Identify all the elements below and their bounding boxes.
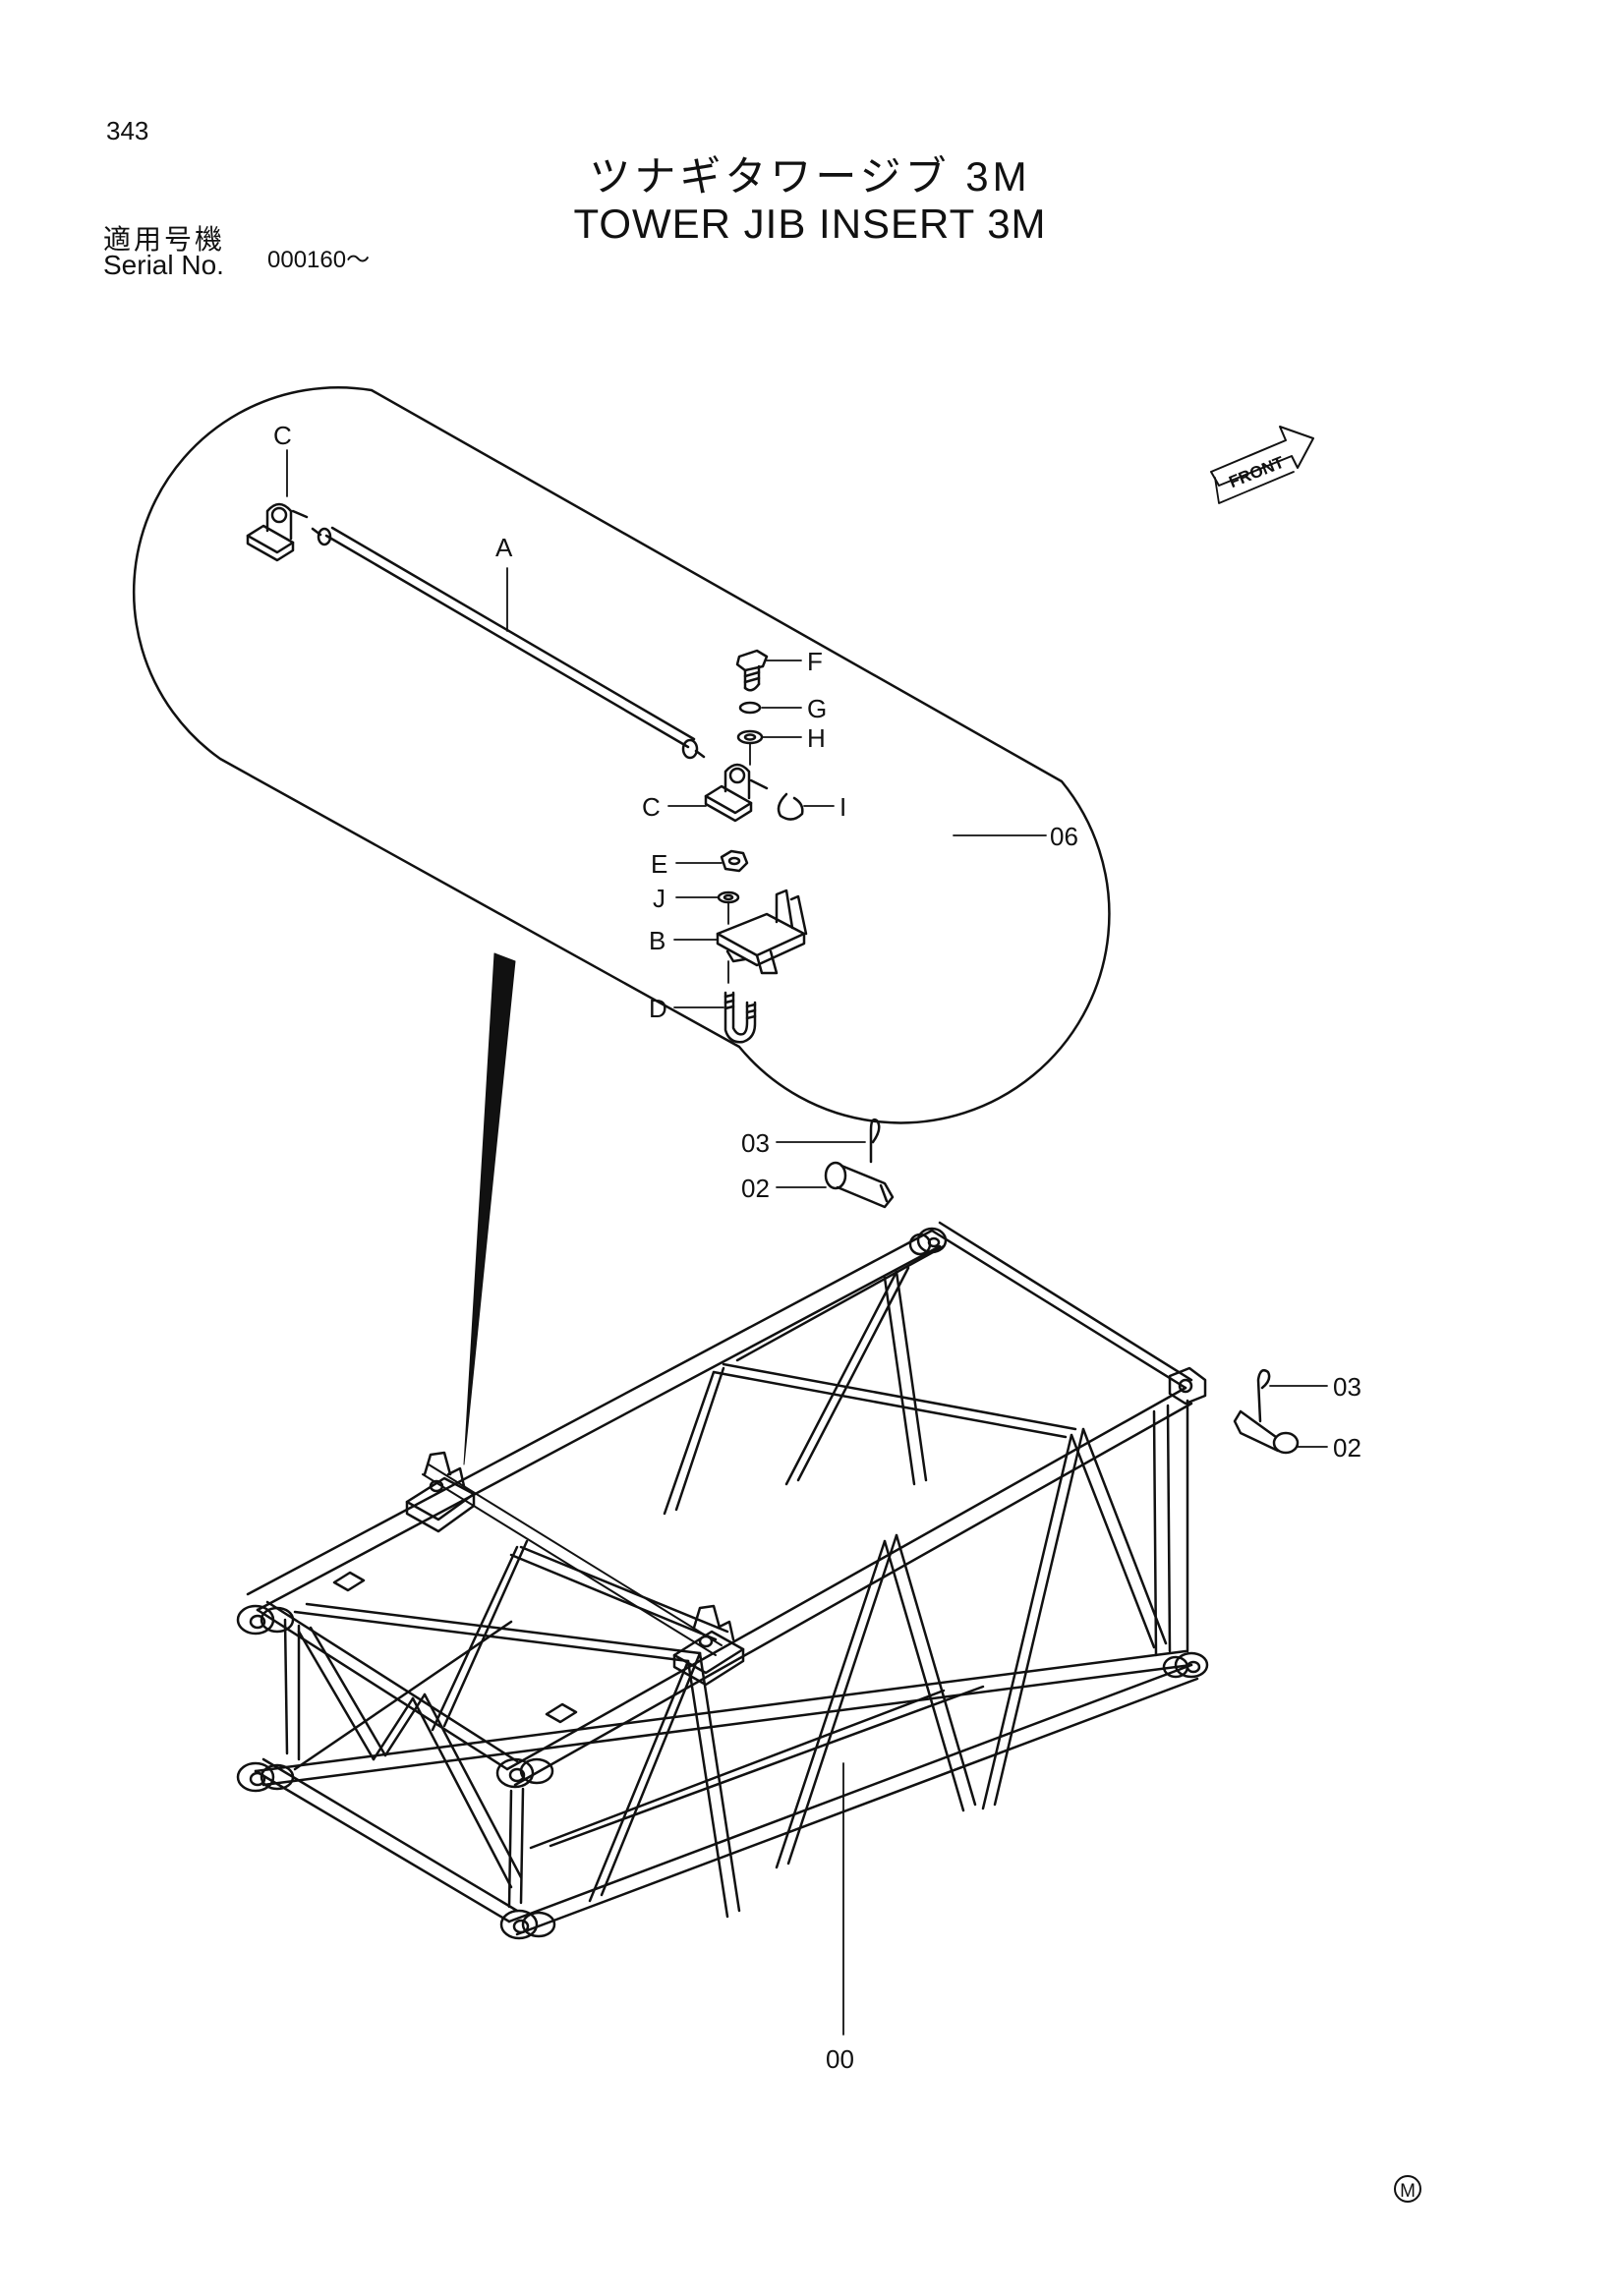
washer-j (717, 890, 740, 904)
front-arrow-icon: FRONT (1210, 426, 1314, 504)
m-mark-label: M (1400, 2181, 1416, 2202)
callout-d: D (649, 994, 667, 1023)
u-bolt-d (723, 991, 757, 1044)
truss-mounted-bracket-right (545, 1604, 745, 1724)
title-english: TOWER JIB INSERT 3M (573, 201, 1047, 247)
clip-03-top (869, 1118, 881, 1164)
callout-c-bottom: C (642, 792, 661, 822)
bolt-f (735, 649, 769, 692)
callout-00: 00 (826, 2044, 854, 2074)
detail-leader-wedge (463, 952, 516, 1465)
serial-number-range: 000160～ (267, 247, 371, 273)
callout-06: 06 (1050, 822, 1078, 851)
callout-a: A (495, 533, 513, 562)
callout-f: F (807, 647, 823, 676)
lug-top-front (495, 1757, 554, 1789)
front-label: FRONT (1226, 452, 1287, 491)
pin-02-right (1233, 1409, 1300, 1455)
washer-h (736, 729, 764, 745)
detail-outline (132, 385, 1111, 1124)
truss-mounted-bracket-left (332, 1451, 476, 1592)
callout-h: H (807, 723, 826, 753)
truss-end-lugs (236, 1227, 1209, 1940)
lug-top-right (1168, 1366, 1207, 1406)
nut-e (720, 849, 749, 873)
m-mark-icon: M (1394, 2175, 1421, 2203)
clip-03-right (1256, 1369, 1271, 1423)
serial-label-japanese: 適用号機 (103, 224, 226, 255)
spring-washer-g (738, 701, 762, 715)
snap-ring-i (777, 792, 804, 821)
lug-bottom-right (1162, 1651, 1209, 1679)
callout-c-top: C (273, 421, 292, 450)
callout-03-right: 03 (1333, 1372, 1361, 1402)
shaft-a (311, 526, 706, 760)
title-japanese: ツナギタワージブ 3M (589, 153, 1031, 200)
lug-bottom-front (499, 1909, 556, 1940)
pin-02-top (824, 1161, 895, 1209)
callout-03-top: 03 (741, 1128, 770, 1158)
page-number: 343 (106, 116, 149, 145)
callout-02-top: 02 (741, 1174, 770, 1203)
callout-j: J (653, 884, 665, 913)
bearing-block-c-top (246, 502, 309, 562)
callout-e: E (651, 849, 667, 879)
lug-bottom-left (236, 1761, 295, 1793)
callout-g: G (807, 694, 827, 723)
callout-02-right: 02 (1333, 1433, 1361, 1463)
callout-i: I (839, 792, 846, 822)
lug-top-left (236, 1604, 295, 1636)
callout-b: B (649, 926, 665, 955)
lug-top-back (908, 1227, 948, 1256)
serial-label-english: Serial No. (103, 250, 224, 280)
jib-insert-truss (246, 1221, 1199, 1936)
bearing-block-c-bottom (704, 763, 769, 823)
